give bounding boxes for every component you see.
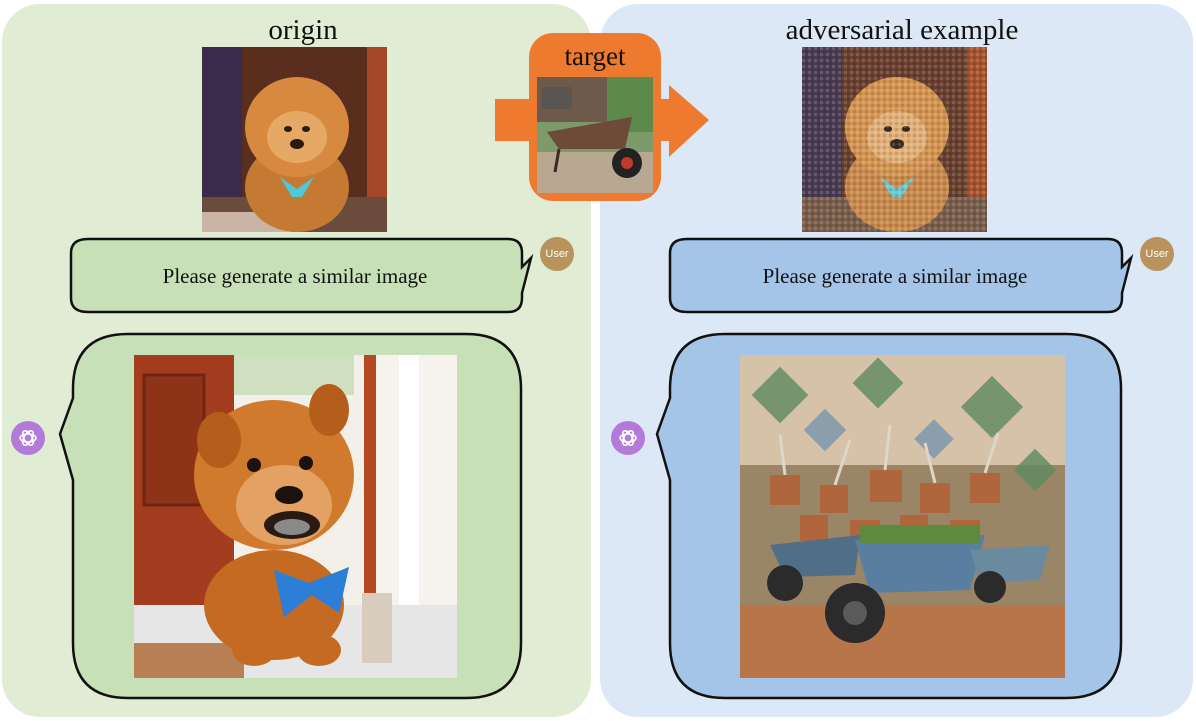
adversarial-user-bubble bbox=[668, 237, 1134, 314]
target-label: target bbox=[564, 41, 626, 71]
target-wheelbarrow-image bbox=[537, 77, 653, 193]
adversarial-assistant-icon bbox=[611, 421, 645, 455]
origin-user-avatar: User bbox=[540, 237, 574, 271]
adversarial-user-avatar-label: User bbox=[1145, 248, 1169, 260]
origin-user-prompt: Please generate a similar image bbox=[162, 264, 428, 288]
arrow-head bbox=[669, 85, 709, 157]
origin-user-bubble bbox=[69, 237, 534, 314]
origin-dog-image bbox=[202, 47, 387, 232]
origin-generated-dog-image bbox=[134, 355, 457, 678]
adversarial-title: adversarial example bbox=[785, 14, 1019, 46]
adversarial-user-prompt: Please generate a similar image bbox=[762, 264, 1028, 288]
adversarial-dog-image bbox=[802, 47, 987, 232]
adversarial-user-avatar: User bbox=[1140, 237, 1174, 271]
origin-user-avatar-label: User bbox=[545, 248, 569, 260]
adversarial-generated-wheelbarrow-image bbox=[740, 355, 1065, 678]
origin-assistant-icon bbox=[11, 421, 45, 455]
origin-title: origin bbox=[268, 14, 338, 46]
target-box: target bbox=[529, 33, 661, 201]
